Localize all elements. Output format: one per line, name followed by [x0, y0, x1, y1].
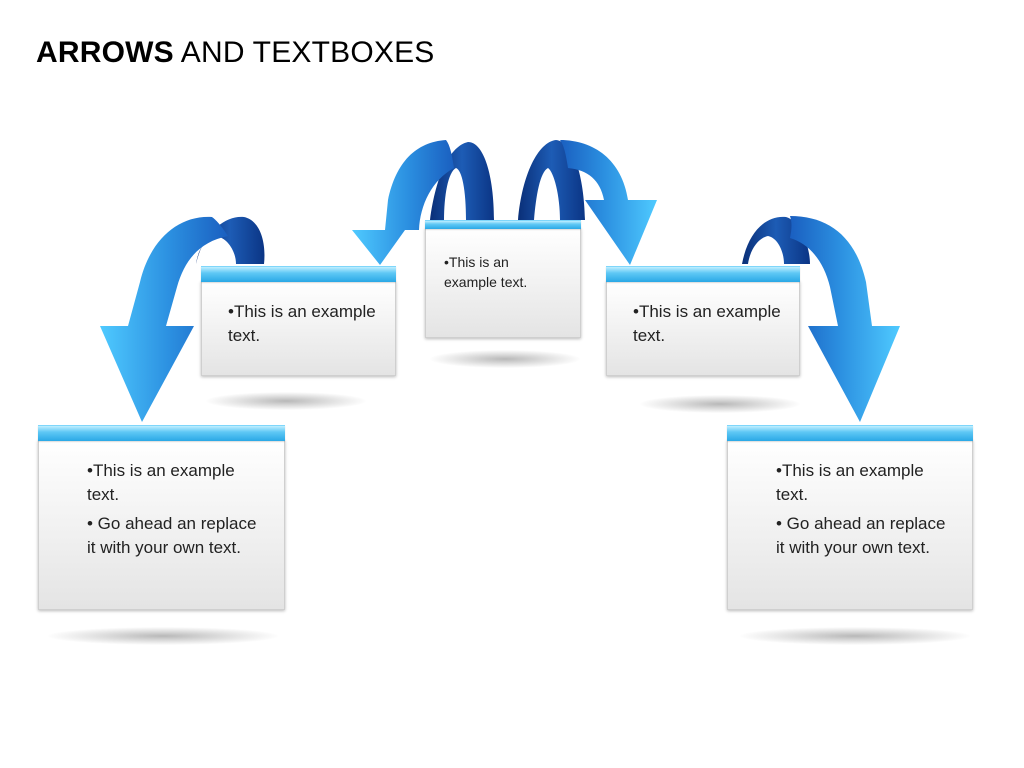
box-shadow-left-mid: [206, 392, 366, 410]
arrow-left-mid: [352, 140, 494, 265]
box-shadow-left-low: [48, 627, 278, 645]
bullet-line: •This is an example text.: [444, 254, 528, 290]
textbox-header-bar: [727, 425, 973, 441]
textbox-header-bar: [201, 266, 396, 282]
page-title: ARROWS AND TEXTBOXES: [36, 36, 435, 70]
title-bold-word: ARROWS: [36, 36, 174, 69]
textbox-text: •This is an example text.: [228, 300, 393, 353]
textbox-left-mid[interactable]: •This is an example text.: [201, 266, 396, 376]
bullet-line: •This is an example text.: [633, 302, 781, 345]
bullet-line: • Go ahead an replace it with your own t…: [776, 514, 946, 557]
textbox-right-low[interactable]: •This is an example text. • Go ahead an …: [727, 425, 973, 610]
arrow-left-low: [100, 216, 265, 422]
textbox-text: •This is an example text.: [633, 300, 798, 353]
textbox-center-top[interactable]: •This is an example text.: [425, 220, 581, 338]
bullet-line: •This is an example text.: [87, 461, 235, 504]
textbox-text: •This is an example text.: [444, 252, 554, 297]
box-shadow-right-mid: [640, 395, 800, 413]
box-shadow-right-low: [740, 627, 970, 645]
textbox-text: •This is an example text. • Go ahead an …: [87, 459, 267, 565]
arrow-right-low: [742, 216, 900, 422]
textbox-left-low[interactable]: •This is an example text. • Go ahead an …: [38, 425, 285, 610]
textbox-header-bar: [606, 266, 800, 282]
bullet-line: •This is an example text.: [228, 302, 376, 345]
bullet-line: •This is an example text.: [776, 461, 924, 504]
textbox-header-bar: [425, 220, 581, 229]
textbox-right-mid[interactable]: •This is an example text.: [606, 266, 800, 376]
box-shadow-center-top: [430, 350, 580, 368]
textbox-header-bar: [38, 425, 285, 441]
arrow-right-mid: [518, 140, 657, 265]
textbox-text: •This is an example text. • Go ahead an …: [776, 459, 956, 565]
title-rest: AND TEXTBOXES: [173, 36, 435, 69]
bullet-line: • Go ahead an replace it with your own t…: [87, 514, 257, 557]
